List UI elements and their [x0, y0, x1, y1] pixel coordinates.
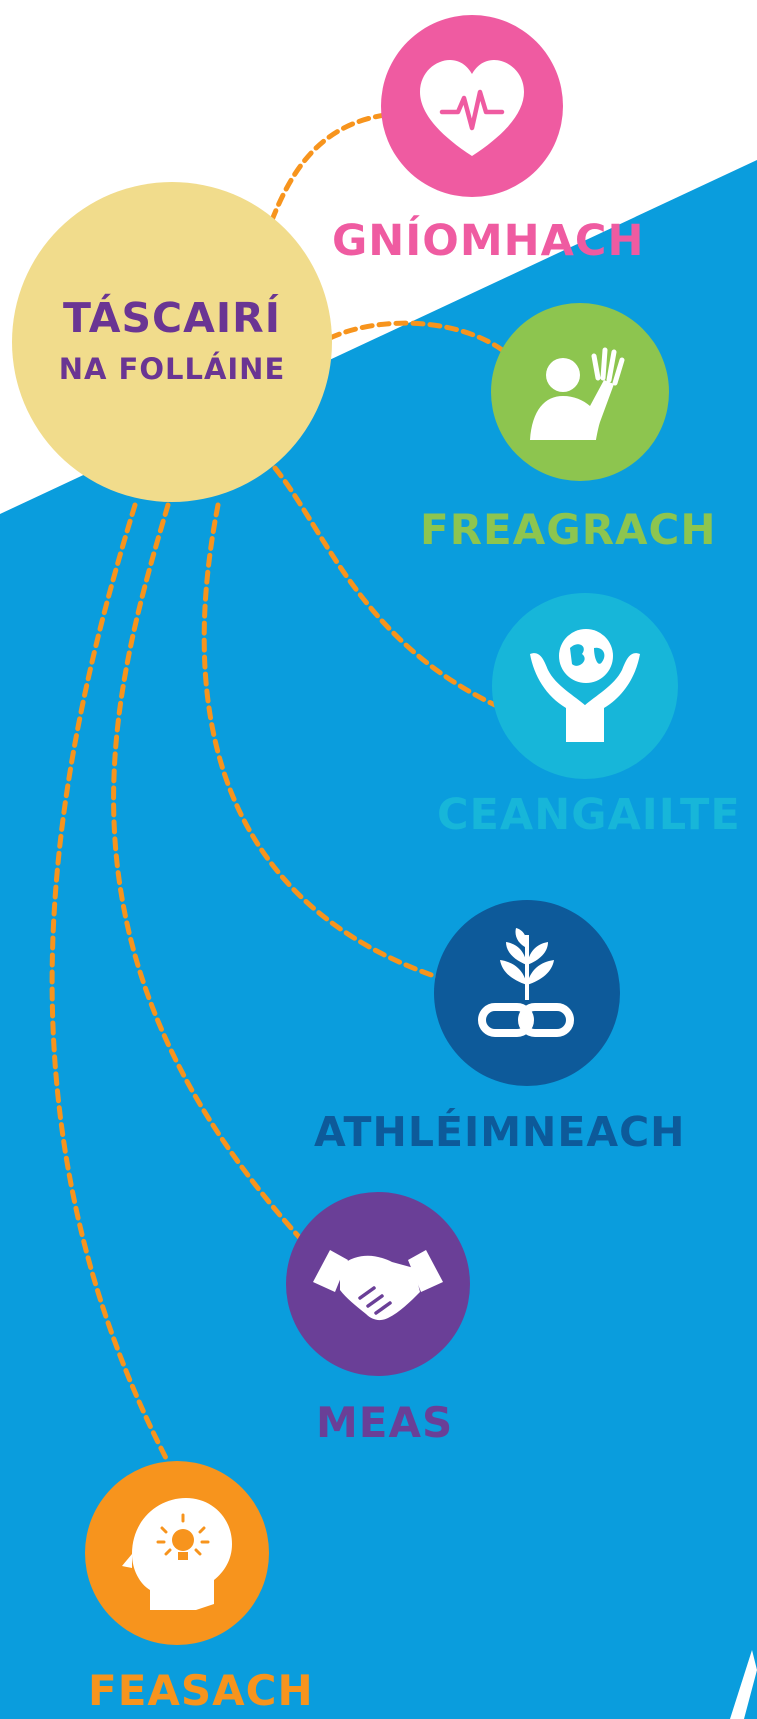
center-title-line2: NA FOLLÁINE	[58, 352, 286, 386]
connectors	[49, 112, 508, 1465]
hands-globe-icon	[492, 593, 678, 779]
label-feasach: FEASACH	[88, 1666, 314, 1715]
background-band	[0, 160, 757, 1719]
label-athleimneach: ATHLÉIMNEACH	[314, 1108, 686, 1156]
head-lightbulb-icon	[85, 1461, 269, 1645]
label-gniomhach: GNÍOMHACH	[332, 216, 645, 266]
heart-pulse-icon	[381, 15, 563, 197]
connector-athleimneach	[201, 502, 443, 981]
pen-stroke	[730, 1650, 757, 1719]
label-ceangailte: CEANGAILTE	[437, 790, 741, 840]
plant-chain-icon	[434, 900, 620, 1086]
label-meas: MEAS	[316, 1398, 454, 1447]
label-freagrach: FREAGRACH	[420, 505, 717, 554]
person-waving-icon	[491, 303, 669, 481]
connector-feasach	[49, 502, 171, 1465]
connector-ceangailte	[272, 465, 498, 708]
handshake-icon	[286, 1192, 470, 1376]
connector-meas	[111, 502, 303, 1241]
connector-gniomhach	[269, 112, 388, 223]
center-title-line1: TÁSCAIRÍ	[63, 294, 281, 342]
center-circle	[12, 182, 332, 502]
connector-freagrach	[327, 320, 508, 355]
